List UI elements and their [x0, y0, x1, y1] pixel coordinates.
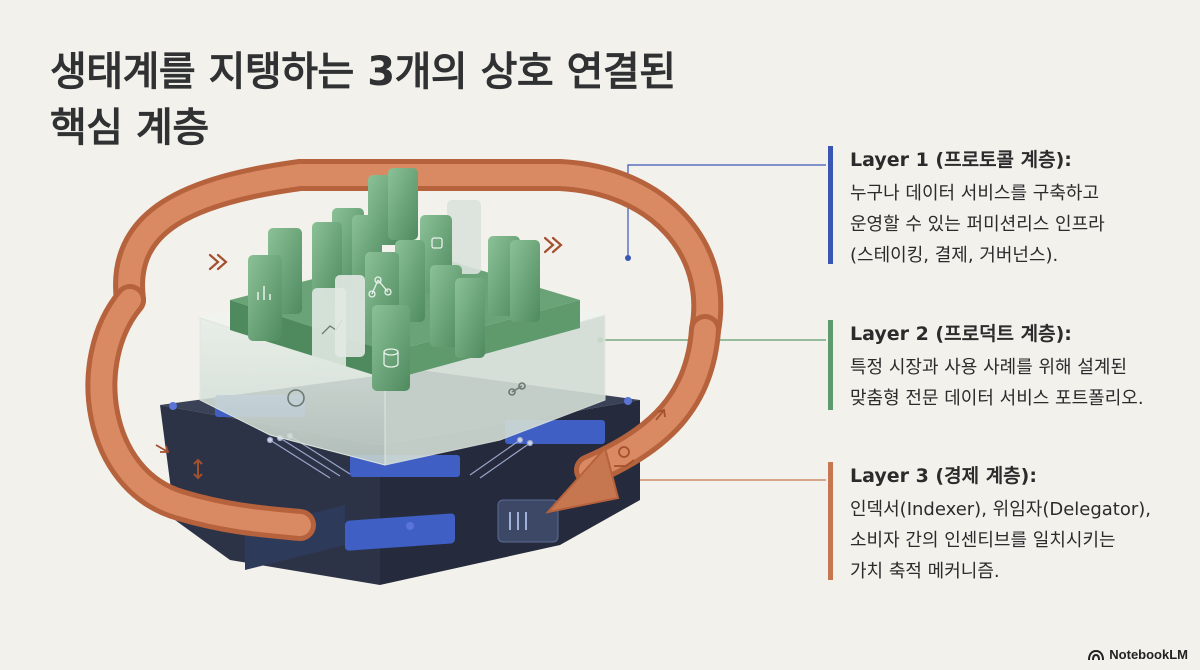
callout-layer-3: Layer 3 (경제 계층): 인덱서(Indexer), 위임자(Deleg… — [828, 462, 1200, 582]
value-loop-arrow — [113, 159, 724, 346]
accent-bar-layer-2 — [828, 320, 833, 410]
callout-line: (스테이킹, 결제, 거버넌스). — [850, 245, 1059, 266]
server-slot-lines-icon — [509, 512, 527, 530]
accent-bar-layer-1 — [828, 146, 833, 264]
blue-chip — [345, 513, 455, 551]
vertical-arrows-icon — [193, 458, 203, 480]
callout-layer-2: Layer 2 (프로덕트 계층): 특정 시장과 사용 사례를 위해 설계된 … — [828, 320, 1200, 410]
data-block-glass — [447, 200, 481, 274]
callout-line: 인덱서(Indexer), 위임자(Delegator), — [850, 499, 1152, 520]
callout-body: 인덱서(Indexer), 위임자(Delegator), 소비자 간의 인센티… — [850, 494, 1200, 587]
page-title: 생태계를 지탱하는 3개의 상호 연결된 핵심 계층 — [50, 44, 750, 156]
data-block — [248, 255, 282, 341]
data-block-glass — [335, 275, 365, 357]
double-chevron-icon — [208, 236, 563, 271]
arrow-head — [545, 445, 620, 514]
callout-heading: Layer 2 (프로덕트 계층): — [850, 323, 1072, 345]
share-icon — [508, 382, 526, 396]
server-slot — [497, 499, 559, 543]
notebooklm-logo-icon — [1088, 649, 1105, 660]
value-loop-arrow-front — [85, 236, 721, 541]
title-line-2: 핵심 계층 — [50, 105, 209, 151]
data-block — [388, 168, 418, 240]
brand-name: NotebookLM — [1109, 647, 1188, 662]
data-block — [372, 305, 410, 391]
data-block — [312, 222, 342, 302]
data-block — [430, 265, 462, 347]
callout-line: 소비자 간의 인센티브를 일치시키는 — [850, 530, 1116, 551]
callout-line: 운영할 수 있는 퍼미션리스 인프라 — [850, 214, 1105, 235]
callout-body: 누구나 데이터 서비스를 구축하고 운영할 수 있는 퍼미션리스 인프라 (스테… — [850, 178, 1200, 271]
bar-chart-icon — [257, 286, 271, 300]
callout-line: 누구나 데이터 서비스를 구축하고 — [850, 183, 1100, 204]
data-block — [510, 240, 540, 322]
flow-chart-icon — [368, 276, 392, 298]
data-service-blocks — [248, 168, 540, 391]
callout-line: 특정 시장과 사용 사례를 위해 설계된 — [850, 357, 1128, 378]
callout-heading: Layer 3 (경제 계층): — [850, 465, 1037, 487]
callout-heading: Layer 1 (프로토콜 계층): — [850, 149, 1072, 171]
data-block — [395, 240, 425, 322]
accent-bar-layer-3 — [828, 462, 833, 580]
refresh-icon — [287, 389, 305, 407]
callout-line: 가치 축적 메커니즘. — [850, 561, 1000, 582]
coin-hand-icon — [614, 446, 635, 467]
brand-watermark: NotebookLM — [1088, 647, 1188, 662]
data-block — [455, 278, 485, 358]
small-arrow-icon — [155, 408, 666, 453]
title-line-1: 생태계를 지탱하는 3개의 상호 연결된 — [50, 49, 676, 95]
connector-layer-1 — [627, 164, 826, 258]
callout-layer-1: Layer 1 (프로토콜 계층): 누구나 데이터 서비스를 구축하고 운영할… — [828, 146, 1200, 266]
callout-body: 특정 시장과 사용 사례를 위해 설계된 맞춤형 전문 데이터 서비스 포트폴리… — [850, 352, 1200, 414]
database-icon — [383, 348, 399, 368]
callout-line: 맞춤형 전문 데이터 서비스 포트폴리오. — [850, 388, 1144, 409]
